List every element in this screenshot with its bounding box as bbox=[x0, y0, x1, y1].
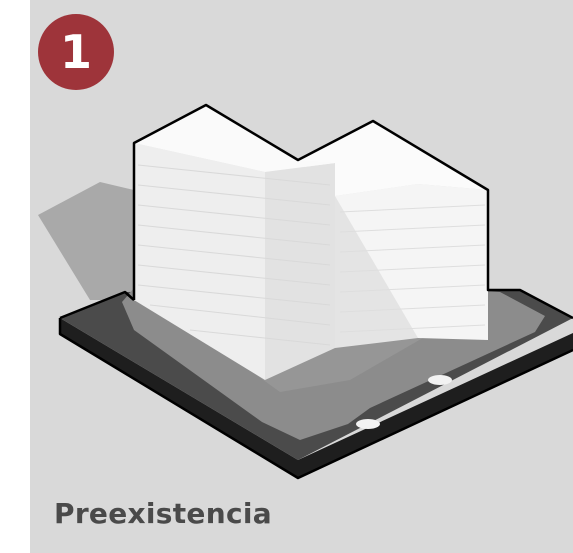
building-right-front bbox=[335, 184, 488, 340]
step-number: 1 bbox=[59, 25, 92, 79]
building-left-front bbox=[265, 163, 335, 380]
massing-outline bbox=[132, 103, 573, 320]
building-right-top bbox=[298, 121, 488, 196]
diagram-panel: 1 Preexistencia bbox=[30, 0, 573, 553]
building-shadow bbox=[38, 182, 134, 300]
car-icon bbox=[356, 419, 380, 429]
building-left-side bbox=[134, 143, 265, 380]
building-left-top bbox=[134, 105, 335, 172]
step-number-badge: 1 bbox=[38, 14, 114, 90]
caption-label: Preexistencia bbox=[54, 497, 272, 530]
isometric-scene bbox=[38, 103, 573, 480]
car-icon bbox=[428, 375, 452, 385]
